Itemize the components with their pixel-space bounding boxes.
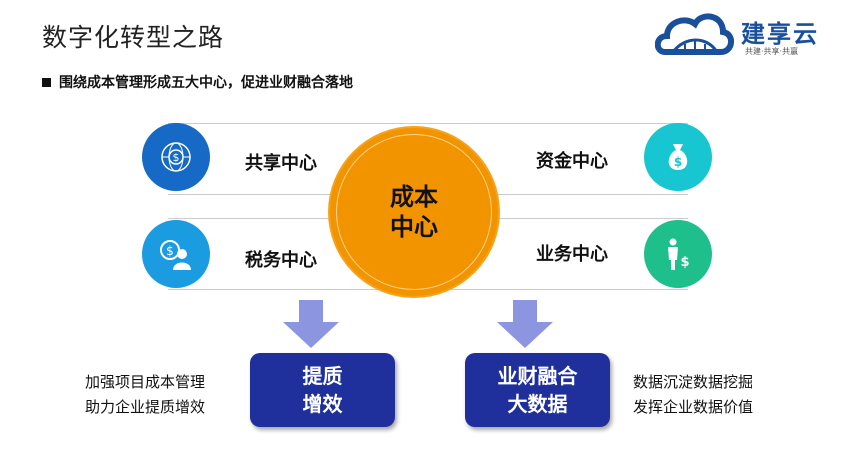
- outcome-line1: 业财融合: [497, 364, 578, 388]
- subtitle-text: 围绕成本管理形成五大中心，促进业财融合落地: [59, 75, 353, 91]
- core-line2: 中心: [390, 213, 438, 241]
- logo-name: 建享云: [741, 19, 819, 48]
- outcome-line1: 提质: [302, 364, 343, 388]
- center-label-tax: 税务中心: [245, 250, 317, 271]
- globe-dollar-icon: $: [142, 123, 210, 191]
- cloud-logo-icon: [654, 13, 734, 55]
- outcome-note-right: 数据沉淀数据挖掘发挥企业数据价值: [633, 370, 753, 420]
- outcome-note-left: 加强项目成本管理助力企业提质增效: [85, 370, 205, 420]
- subtitle: 围绕成本管理形成五大中心，促进业财融合落地: [42, 72, 353, 92]
- svg-text:$: $: [166, 244, 174, 258]
- outcome-quality-box: 提质增效: [250, 353, 395, 427]
- core-line1: 成本: [390, 183, 438, 211]
- svg-text:$: $: [173, 151, 180, 164]
- cost-center-circle: 成本中心: [330, 128, 498, 296]
- logo: 建享云 共建·共享·共赢: [654, 6, 845, 60]
- svg-text:$: $: [680, 255, 689, 270]
- businessman-dollar-icon: $: [644, 220, 712, 288]
- center-label-funds: 资金中心: [536, 151, 608, 172]
- outcome-line2: 大数据: [507, 392, 568, 416]
- logo-tagline: 共建·共享·共赢: [745, 47, 799, 56]
- outcome-bigdata-box: 业财融合大数据: [465, 353, 610, 427]
- note-line: 数据沉淀数据挖掘: [633, 373, 754, 391]
- note-line: 发挥企业数据价值: [633, 398, 754, 416]
- center-label-business: 业务中心: [536, 244, 608, 265]
- outcome-line2: 增效: [302, 392, 343, 416]
- bullet-icon: [42, 77, 51, 87]
- down-arrow-icon: [283, 300, 339, 348]
- note-line: 加强项目成本管理: [85, 373, 206, 391]
- dollar-person-icon: $: [142, 220, 210, 288]
- page-title: 数字化转型之路: [42, 23, 225, 52]
- money-bag-icon: $: [644, 123, 712, 191]
- svg-text:$: $: [674, 155, 682, 169]
- center-label-shared: 共享中心: [245, 153, 317, 174]
- note-line: 助力企业提质增效: [85, 398, 206, 416]
- down-arrow-icon: [497, 300, 553, 348]
